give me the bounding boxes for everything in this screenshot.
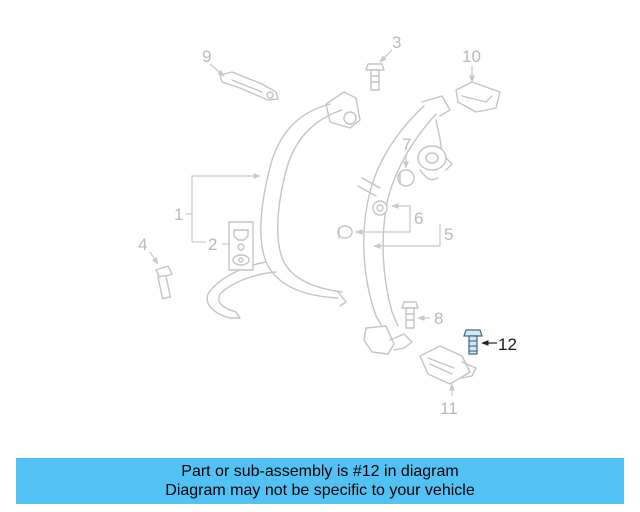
part-6-plugs (337, 200, 388, 239)
part-7-grommet (397, 154, 415, 187)
callout-2: 2 (208, 235, 217, 254)
part-5-right-belt (357, 95, 453, 355)
callout-7: 7 (402, 135, 411, 154)
part-2-fastener-set (228, 221, 254, 271)
callout-6: 6 (414, 209, 423, 228)
part-4-bolt (149, 251, 173, 300)
part-8-bolt (401, 301, 430, 329)
callout-12: 12 (498, 335, 517, 354)
callout-3: 3 (392, 33, 401, 52)
seat-belt-parts-diagram: 9 3 10 7 1 2 6 5 4 8 12 11 (138, 33, 517, 418)
callout-10: 10 (462, 47, 481, 66)
banner-line-1: Part or sub-assembly is #12 in diagram (181, 463, 459, 480)
part-10-clip (455, 66, 501, 113)
leader-lines (186, 173, 441, 249)
callout-1: 1 (174, 205, 183, 224)
part-11-buckle (419, 345, 477, 396)
callout-4: 4 (138, 235, 147, 254)
callout-5: 5 (444, 225, 453, 244)
info-banner: Part or sub-assembly is #12 in diagram D… (16, 458, 624, 504)
callout-8: 8 (434, 309, 443, 328)
callout-9: 9 (202, 47, 211, 66)
part-9-anchor-bracket (209, 63, 279, 101)
part-12-bolt-highlighted (463, 329, 497, 355)
banner-line-2: Diagram may not be specific to your vehi… (165, 482, 475, 499)
callout-11: 11 (440, 399, 458, 418)
part-1-left-belt (206, 91, 361, 319)
part-3-bolt (365, 49, 393, 91)
